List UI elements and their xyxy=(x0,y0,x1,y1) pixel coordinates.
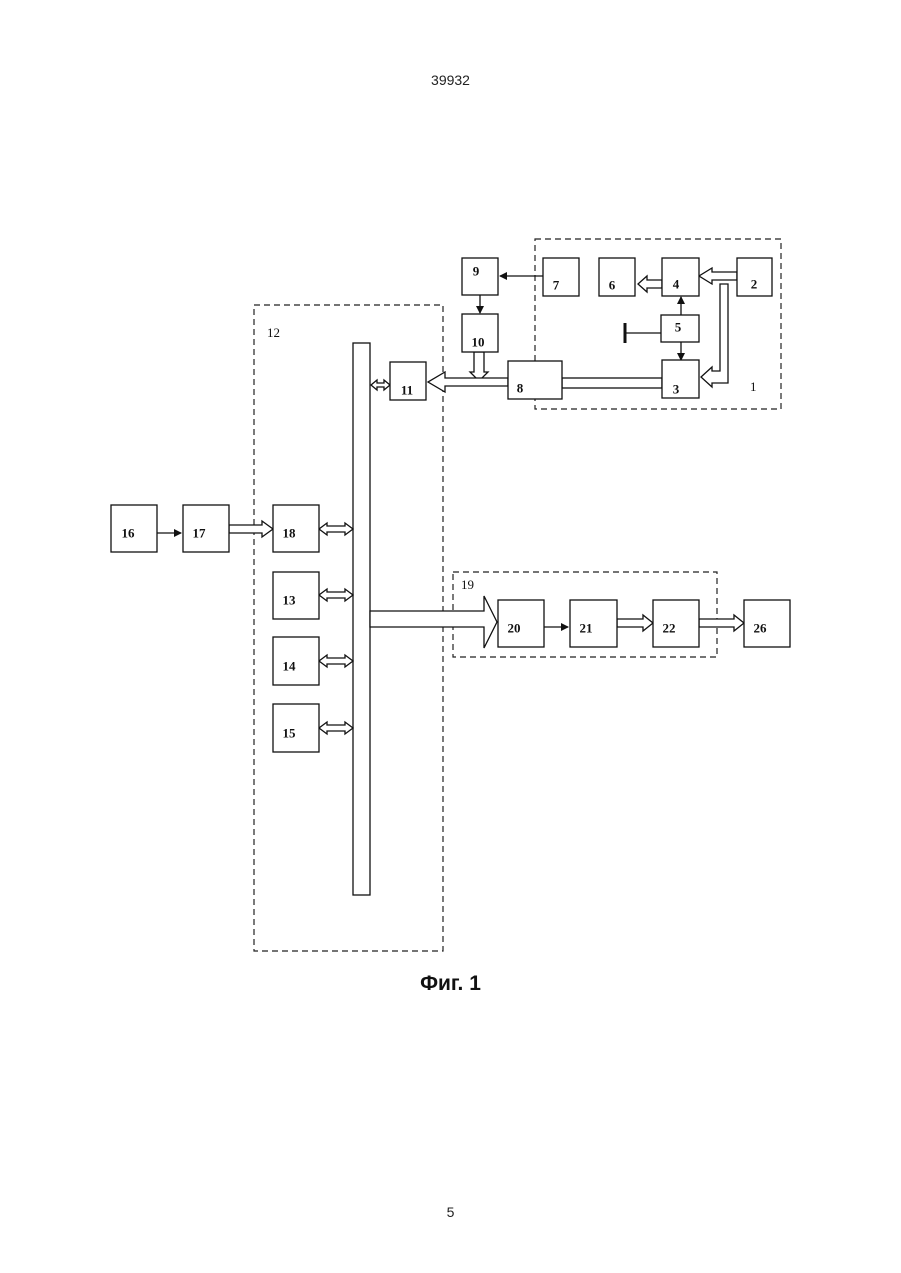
group-frame-12 xyxy=(254,305,443,951)
bus-arrow-2-to-4 xyxy=(699,268,737,284)
block-2: 2 xyxy=(737,258,772,296)
block-label-16: 16 xyxy=(122,526,136,541)
block-label-7: 7 xyxy=(553,278,560,293)
group-label-12: 12 xyxy=(267,325,280,340)
block-label-8: 8 xyxy=(517,381,524,396)
block-label-14: 14 xyxy=(283,659,297,674)
page-number: 5 xyxy=(0,1204,901,1220)
bus-link-11 xyxy=(371,380,390,390)
block-3: 3 xyxy=(662,360,699,398)
block-label-20: 20 xyxy=(508,621,521,636)
block-18: 18 xyxy=(273,505,319,552)
block-label-4: 4 xyxy=(673,277,680,292)
bus-3-to-8 xyxy=(562,378,662,388)
block-label-22: 22 xyxy=(663,621,676,636)
block-14: 14 xyxy=(273,637,319,685)
bus-arrow-to-20 xyxy=(370,596,497,648)
bus-arrow-10-down xyxy=(470,352,488,381)
bus-link-15 xyxy=(319,722,353,734)
block-label-18: 18 xyxy=(283,526,297,541)
group-label-19: 19 xyxy=(461,577,474,592)
bus-arrow-21-to-22 xyxy=(617,615,653,631)
block-label-11: 11 xyxy=(401,383,413,398)
bus-link-13 xyxy=(319,589,353,601)
block-label-13: 13 xyxy=(283,593,297,608)
block-15: 15 xyxy=(273,704,319,752)
block-6: 6 xyxy=(599,258,635,296)
common-bus xyxy=(353,343,370,895)
block-16: 16 xyxy=(111,505,157,552)
bus-link-14 xyxy=(319,655,353,667)
block-7: 7 xyxy=(543,258,579,296)
block-22: 22 xyxy=(653,600,699,647)
block-label-26: 26 xyxy=(754,621,768,636)
block-label-15: 15 xyxy=(283,726,297,741)
block-label-21: 21 xyxy=(580,621,593,636)
block-13: 13 xyxy=(273,572,319,619)
block-21: 21 xyxy=(570,600,617,647)
block-17: 17 xyxy=(183,505,229,552)
bus-arrow-4-to-6 xyxy=(638,276,662,292)
block-label-6: 6 xyxy=(609,278,616,293)
bus-arrow-2-to-3 xyxy=(701,284,728,387)
figure-caption: Фиг. 1 xyxy=(0,972,901,996)
bus-arrow-17-to-18 xyxy=(229,521,273,537)
block-label-2: 2 xyxy=(751,277,758,292)
bus-link-18 xyxy=(319,523,353,535)
bus-arrow-8-to-11 xyxy=(428,372,508,392)
block-label-17: 17 xyxy=(193,526,207,541)
block-label-9: 9 xyxy=(473,264,480,279)
block-26: 26 xyxy=(744,600,790,647)
block-4: 4 xyxy=(662,258,699,296)
block-label-3: 3 xyxy=(673,382,680,397)
bus-arrow-22-to-26 xyxy=(699,615,744,631)
block-8: 8 xyxy=(508,361,562,399)
block-20: 20 xyxy=(498,600,544,647)
block-label-5: 5 xyxy=(675,320,682,335)
block-5: 5 xyxy=(661,315,699,342)
block-label-10: 10 xyxy=(472,335,485,350)
block-10: 10 xyxy=(462,314,498,352)
block-11: 11 xyxy=(390,362,426,400)
group-label-1: 1 xyxy=(750,379,757,394)
block-9: 9 xyxy=(462,258,498,295)
